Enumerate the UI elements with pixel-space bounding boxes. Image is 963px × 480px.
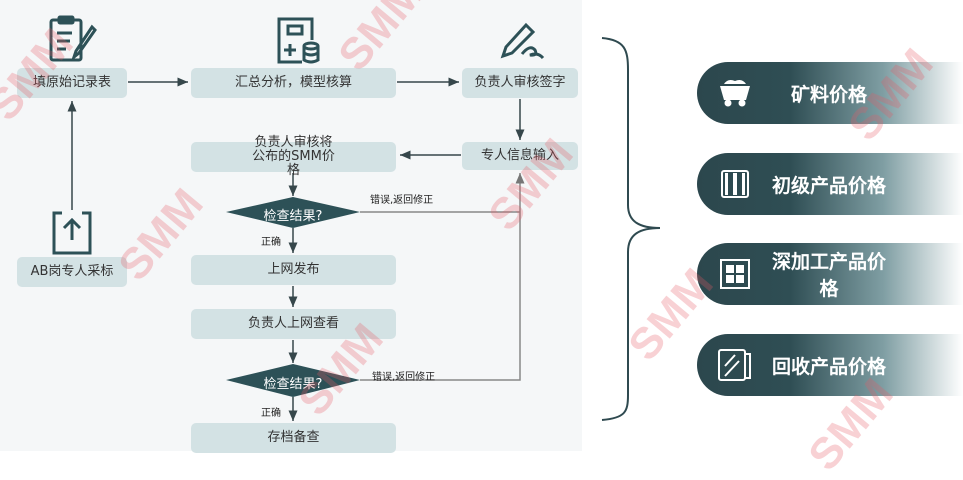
connectors	[67, 37, 661, 421]
category-ore-price: 矿料价格	[697, 62, 963, 124]
step-sign: 负责人审核签字	[462, 68, 578, 98]
category-deep-processing-price: 深加工产品价格	[697, 243, 963, 305]
decision-label-2: 检查结果?	[263, 377, 323, 392]
step-summarize: 汇总分析，模型核算	[191, 68, 396, 98]
category-label: 深加工产品价格	[771, 251, 886, 300]
error-return-line-2	[360, 173, 525, 381]
step-fill-record: 填原始记录表	[17, 68, 127, 98]
ok-label-2: 正确	[261, 408, 281, 419]
recycle-sheet-icon	[705, 334, 765, 396]
decision-diamond-2	[226, 364, 360, 397]
error-label-1: 错误,返回修正	[370, 195, 434, 206]
step-review-price: 负责人审核将公布的SMM价格	[191, 136, 396, 178]
mine-cart-icon	[705, 62, 765, 124]
category-label: 矿料价格	[790, 83, 867, 106]
upload-icon	[52, 211, 92, 255]
brace	[601, 37, 661, 421]
signature-pen-icon	[500, 22, 545, 60]
category-recycled-product-price: 回收产品价格	[697, 334, 963, 396]
step-publish: 上网发布	[191, 255, 396, 285]
calculator-database-icon	[277, 17, 320, 64]
ok-label-1: 正确	[261, 237, 281, 248]
decision-diamond-1	[226, 197, 360, 228]
decision-label-1: 检查结果?	[263, 209, 323, 224]
category-primary-product-price: 初级产品价格	[697, 153, 963, 215]
category-label: 初级产品价格	[771, 174, 886, 197]
film-strip-icon	[705, 153, 765, 215]
step-input: 专人信息输入	[462, 142, 578, 170]
step-online-check: 负责人上网查看	[191, 309, 396, 339]
step-ab-collect: AB岗专人采标	[17, 257, 127, 287]
error-label-2: 错误,返回修正	[372, 372, 436, 383]
clipboard-pen-icon	[49, 15, 97, 62]
step-archive: 存档备查	[191, 423, 396, 453]
grid-icon	[705, 243, 765, 305]
category-label: 回收产品价格	[771, 355, 886, 378]
